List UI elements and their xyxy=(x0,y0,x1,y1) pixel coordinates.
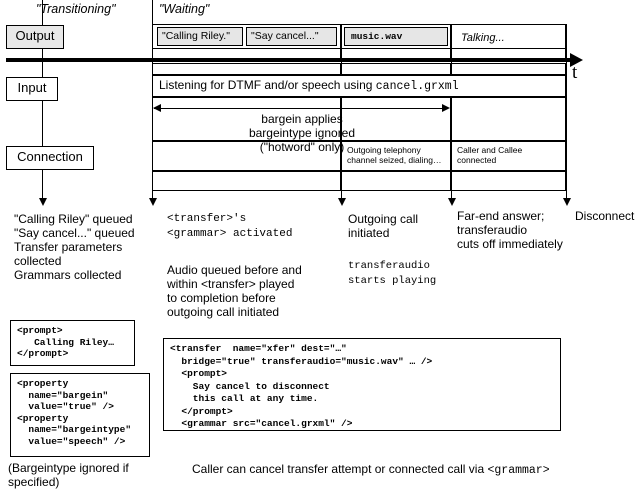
lifeline-t3-arrow-icon xyxy=(448,198,456,206)
transfer-code-box: <transfer name="xfer" dest="…" bridge="t… xyxy=(163,338,561,431)
lifeline-t0-arrow-icon xyxy=(39,198,47,206)
spacer-row2-cell-1 xyxy=(152,63,341,75)
bargein-span-right-arrow-icon xyxy=(442,104,450,112)
bargein-row-cell-3 xyxy=(451,97,566,141)
role-box-connection: Connection xyxy=(6,146,94,170)
bottom-row-cell-2 xyxy=(341,171,451,191)
output-chip-music-wav-label: music.wav xyxy=(351,31,403,42)
role-box-output: Output xyxy=(6,25,64,49)
listening-grammar-file: cancel.grxml xyxy=(375,80,459,93)
note-audio-queued-played: Audio queued before and within <transfer… xyxy=(167,263,302,319)
note-transfer-grammar-activated: <transfer>'s <grammar> activated xyxy=(167,213,293,240)
note-queued-at-start: "Calling Riley" queued "Say cancel..." q… xyxy=(14,212,135,282)
lifeline-t2-arrow-icon xyxy=(338,198,346,206)
output-chip-talking-label: Talking... xyxy=(461,32,505,44)
note-outgoing-call-initiated: Outgoing call initiated xyxy=(348,212,419,240)
time-axis-arrow-icon xyxy=(570,53,583,67)
bottom-row-cell-1 xyxy=(152,171,341,191)
connection-row-cell-1 xyxy=(152,141,341,171)
connection-cell-outgoing: Outgoing telephony channel seized, diali… xyxy=(341,141,451,171)
property-code-box: <property name="bargein" value="true" />… xyxy=(10,373,150,457)
output-chip-music-wav: music.wav xyxy=(344,27,448,46)
prompt-code-box: <prompt> Calling Riley… </prompt> xyxy=(10,320,135,366)
input-lane-listening-label: Listening for DTMF and/or speech using c… xyxy=(153,76,565,96)
state-label-waiting: "Waiting" xyxy=(159,2,210,16)
bottom-row-cell-3 xyxy=(451,171,566,191)
lifeline-t4-arrow-icon xyxy=(563,198,571,206)
note-transferaudio-starts: transferaudio starts playing xyxy=(348,260,437,287)
connection-cell-outgoing-label: Outgoing telephony channel seized, diali… xyxy=(347,145,442,165)
bargein-span-left-arrow-icon xyxy=(153,104,161,112)
bargein-span-line xyxy=(154,108,448,109)
bargein-row-cell-1 xyxy=(152,97,341,141)
bargeintype-ignored-caption: (Bargeintype ignored if specified) xyxy=(8,461,129,489)
listening-prefix-text: Listening for DTMF and/or speech using xyxy=(159,78,376,92)
time-axis-label: t xyxy=(572,62,578,83)
cancel-via-grammar-caption: Caller can cancel transfer attempt or co… xyxy=(192,462,612,478)
output-chip-say-cancel: "Say cancel..." xyxy=(246,27,337,46)
state-label-transitioning: "Transitioning" xyxy=(36,2,116,16)
cancel-caption-text: Caller can cancel transfer attempt or co… xyxy=(192,462,488,476)
cancel-caption-grammar-tag: <grammar> xyxy=(487,464,550,477)
spacer-row2-cell-3 xyxy=(451,63,566,75)
connection-cell-connected-label: Caller and Callee connected xyxy=(457,145,523,165)
output-chip-calling-riley-label: "Calling Riley." xyxy=(162,30,230,42)
time-axis-line xyxy=(6,58,572,62)
note-far-end-answer: Far-end answer; transferaudio cuts off i… xyxy=(457,209,563,251)
note-disconnect: Disconnect xyxy=(575,209,635,223)
bargein-row-cell-2 xyxy=(341,97,451,141)
connection-cell-connected: Caller and Callee connected xyxy=(451,141,566,171)
output-chip-say-cancel-label: "Say cancel..." xyxy=(251,30,319,42)
bargein-span-text: bargein applies bargeintype ignored ("ho… xyxy=(248,112,356,154)
output-chip-calling-riley: "Calling Riley." xyxy=(157,27,243,46)
lifeline-t4 xyxy=(566,24,567,200)
spacer-row2-cell-2 xyxy=(341,63,451,75)
input-lane-listening-cell: Listening for DTMF and/or speech using c… xyxy=(152,75,566,97)
lifeline-t1-arrow-icon xyxy=(149,198,157,206)
role-box-input: Input xyxy=(6,77,58,101)
